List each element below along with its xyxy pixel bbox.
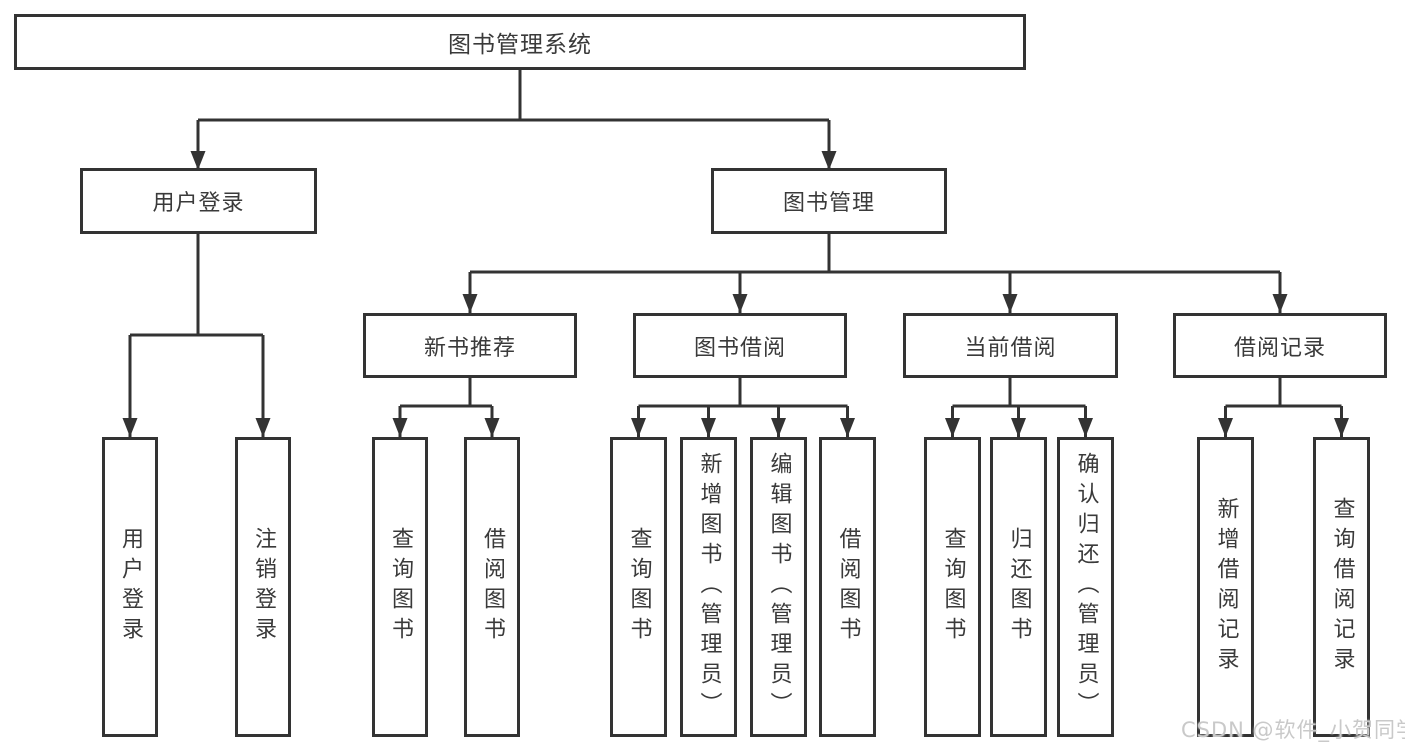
arrow-down-icon <box>392 418 408 437</box>
node-book-borrow: 图书借阅 <box>633 313 847 378</box>
leaf-borrow-add-books-admin: 新增图书（管理员） <box>680 437 737 737</box>
leaf-recommend-borrow-books: 借阅图书 <box>464 437 520 737</box>
arrow-down-icon <box>1011 418 1026 437</box>
node-user-login: 用户登录 <box>80 168 317 234</box>
leaf-records-add-record: 新增借阅记录 <box>1197 437 1254 737</box>
arrow-down-icon <box>1218 418 1233 437</box>
arrow-down-icon <box>631 418 646 437</box>
connector-skeleton <box>128 70 1343 437</box>
leaf-user-login: 用户登录 <box>102 437 158 737</box>
leaf-borrow-borrow-books: 借阅图书 <box>819 437 876 737</box>
leaf-records-query-record: 查询借阅记录 <box>1313 437 1370 737</box>
leaf-borrow-query-books: 查询图书 <box>610 437 667 737</box>
arrow-down-icon <box>701 418 716 437</box>
arrow-down-icon <box>945 418 960 437</box>
leaf-recommend-query-books: 查询图书 <box>372 437 428 737</box>
arrow-down-icon <box>462 294 478 313</box>
node-book-management: 图书管理 <box>711 168 947 234</box>
node-new-book-recommend: 新书推荐 <box>363 313 577 378</box>
leaf-current-query-books: 查询图书 <box>924 437 981 737</box>
watermark: CSDN @软件_小贺同学 <box>1181 718 1405 742</box>
arrow-down-icon <box>255 418 271 437</box>
arrow-down-icon <box>1078 418 1093 437</box>
arrow-down-icon <box>1002 294 1018 313</box>
leaf-current-confirm-return-admin: 确认归还（管理员） <box>1057 437 1114 737</box>
arrow-down-icon <box>1272 294 1288 313</box>
node-current-borrow: 当前借阅 <box>903 313 1118 378</box>
leaf-borrow-edit-books-admin: 编辑图书（管理员） <box>750 437 807 737</box>
arrow-down-icon <box>122 418 138 437</box>
arrow-down-icon <box>484 418 500 437</box>
arrow-down-icon <box>1334 418 1349 437</box>
arrow-down-icon <box>771 418 786 437</box>
leaf-logout: 注销登录 <box>235 437 291 737</box>
node-library-management-system: 图书管理系统 <box>14 14 1026 70</box>
node-borrow-records: 借阅记录 <box>1173 313 1387 378</box>
arrow-down-icon <box>840 418 855 437</box>
leaf-current-return-books: 归还图书 <box>990 437 1047 737</box>
arrow-down-icon <box>732 294 748 313</box>
